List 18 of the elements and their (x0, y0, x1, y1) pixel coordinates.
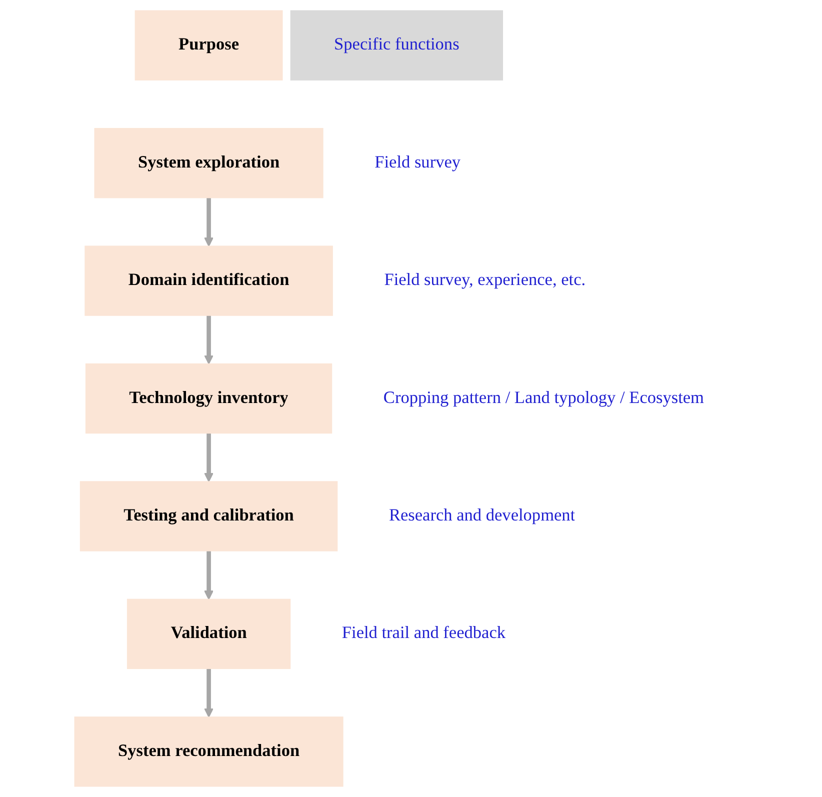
arrow (204, 198, 214, 247)
node-label: Research and development (388, 506, 576, 525)
arrow (204, 433, 214, 482)
node-label: Cropping pattern / Land typology / Ecosystem (383, 388, 704, 408)
node-box: System exploration (94, 128, 324, 198)
node-box: Specific functions (290, 10, 504, 80)
node-label: Field trail and feedback (342, 624, 506, 643)
node-box: Domain identification (84, 246, 333, 316)
node-label: Field survey, experience, etc. (384, 271, 586, 290)
arrow (204, 668, 214, 718)
node-label: Field survey (374, 153, 461, 172)
node-box: System recommendation (74, 716, 344, 787)
node-box: Technology inventory (85, 363, 332, 434)
node-box: Validation (126, 598, 291, 670)
node-box: Purpose (134, 10, 283, 80)
node-box: Testing and calibration (80, 481, 338, 552)
arrow (204, 315, 214, 364)
arrow (204, 550, 214, 600)
